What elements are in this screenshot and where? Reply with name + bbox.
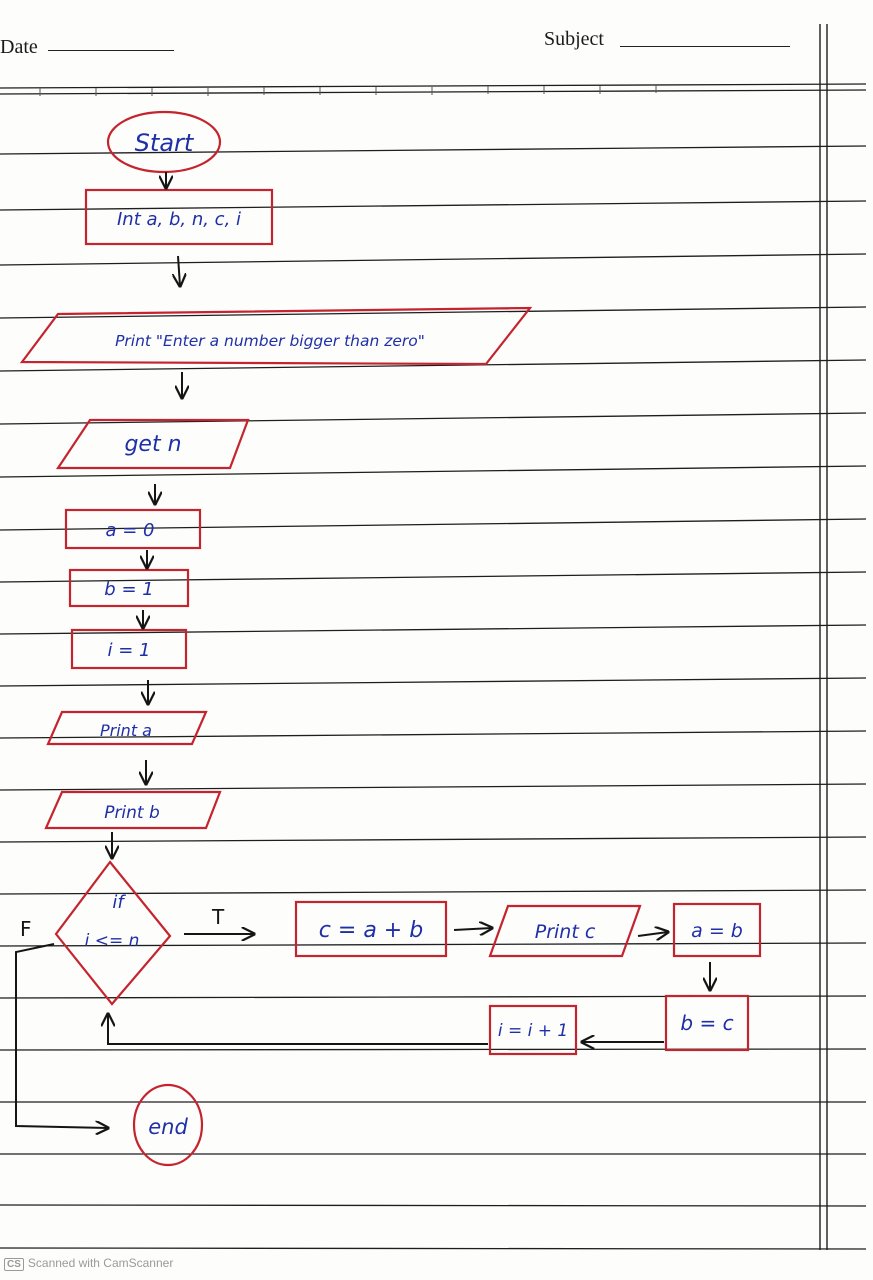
date-line — [48, 50, 174, 51]
arrow-calc-to-print-c — [453, 928, 492, 930]
header-ticks — [39, 85, 657, 96]
rule-line — [0, 730, 867, 739]
arrow-loop-back — [108, 1014, 488, 1045]
init-b-box — [68, 568, 190, 608]
margin-lines — [819, 24, 828, 1250]
rule-line — [0, 783, 867, 791]
print-a-label: Print a — [100, 721, 152, 740]
print-b-parallelogram — [44, 790, 222, 830]
camscanner-text: Scanned with CamScanner — [27, 1256, 174, 1270]
init-i-label: i = 1 — [108, 640, 151, 661]
rule-line — [0, 518, 867, 531]
ruled-lines — [0, 83, 867, 1250]
declare-label: Int a, b, n, c, i — [117, 209, 241, 230]
false-branch-label: F — [20, 917, 32, 941]
assign-b-label: b = c — [680, 1011, 733, 1035]
init-i-box — [70, 628, 188, 670]
calc-c-label: c = a + b — [319, 918, 423, 943]
decision-label-condition: i <= n — [85, 931, 140, 951]
subject-line — [620, 46, 790, 47]
rule-line — [0, 889, 867, 895]
increment-box — [488, 1004, 578, 1056]
rule-line — [0, 89, 867, 95]
prompt-output-parallelogram — [19, 306, 533, 366]
rule-line — [0, 836, 867, 843]
rule-line — [0, 677, 867, 687]
print-c-label: Print c — [535, 921, 596, 943]
date-label: Date — [0, 36, 38, 58]
camscanner-badge: CS — [4, 1258, 24, 1271]
rule-line — [0, 306, 867, 319]
init-a-box — [64, 508, 202, 550]
rule-line — [0, 200, 867, 211]
arrow-decision-false-to-end — [15, 943, 108, 1128]
rule-line — [0, 412, 867, 425]
assign-a-label: a = b — [691, 920, 743, 942]
rule-line — [0, 942, 867, 947]
start-label: Start — [135, 129, 195, 157]
subject-label: Subject — [544, 28, 604, 50]
rule-line — [0, 1204, 867, 1207]
rule-line — [0, 83, 867, 89]
decision-label-if: if — [112, 892, 126, 913]
true-branch-label: T — [211, 905, 225, 929]
input-label: get n — [124, 432, 181, 457]
declare-process-box — [84, 188, 274, 246]
rule-line — [0, 145, 867, 155]
print-c-parallelogram — [488, 904, 642, 958]
start-terminal — [106, 110, 222, 174]
end-label: end — [148, 1115, 188, 1139]
prompt-label: Print "Enter a number bigger than zero" — [115, 332, 425, 350]
end-terminal — [132, 1083, 204, 1167]
rule-line — [0, 1247, 867, 1250]
rule-line — [0, 253, 867, 266]
init-a-label: a = 0 — [105, 520, 154, 541]
init-b-label: b = 1 — [104, 579, 153, 600]
rule-line — [0, 465, 867, 478]
print-a-parallelogram — [46, 710, 208, 746]
calc-c-box — [294, 900, 448, 958]
print-b-label: Print b — [104, 803, 160, 823]
arrow-declare-to-prompt — [178, 255, 180, 286]
increment-label: i = i + 1 — [498, 1021, 568, 1041]
input-parallelogram — [55, 418, 250, 470]
assign-a-box — [672, 902, 762, 958]
rule-line — [0, 624, 867, 635]
arrow-print-c-to-assign-a — [637, 932, 668, 936]
rule-line — [0, 571, 867, 583]
decision-diamond — [54, 860, 172, 1006]
rule-line — [0, 359, 867, 372]
assign-b-box — [664, 994, 750, 1052]
